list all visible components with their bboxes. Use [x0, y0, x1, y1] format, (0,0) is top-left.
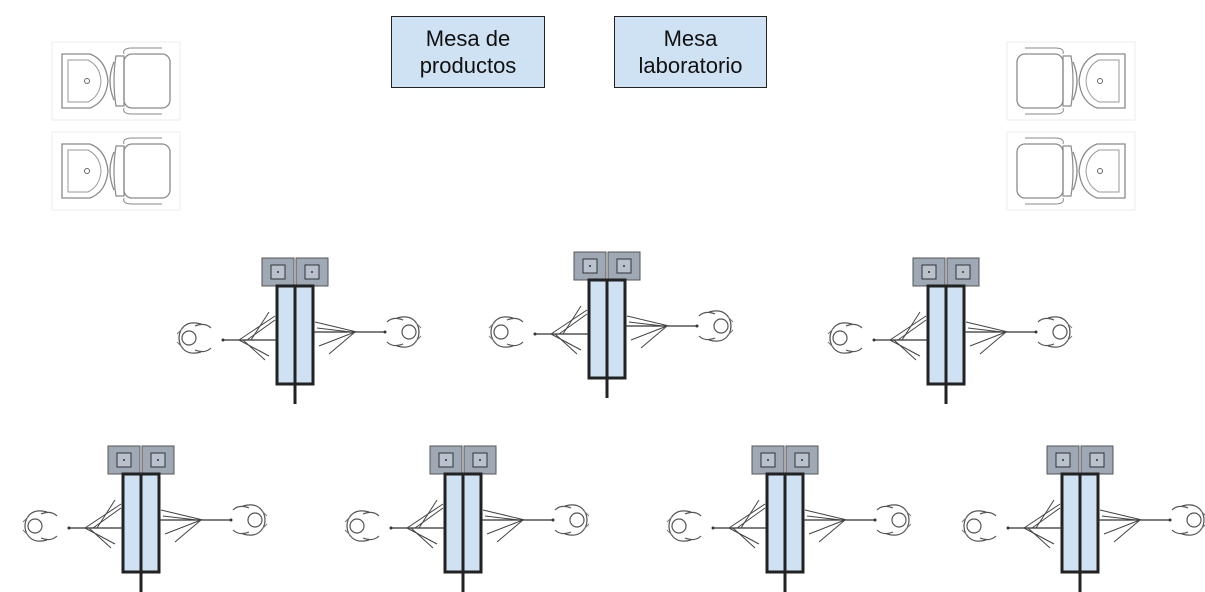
styling-station-icon: [665, 444, 913, 592]
styling-station-icon: [343, 444, 591, 592]
lab-table-label-line-1: Mesa: [663, 26, 718, 51]
wash-chair-icon: [51, 131, 181, 211]
styling-station-icon: [487, 250, 735, 400]
products-table-label-line-2: productos: [419, 53, 517, 78]
lab-table-label: Mesa laboratorio: [614, 16, 767, 88]
styling-station-icon: [826, 256, 1074, 406]
products-table-label: Mesa de productos: [391, 16, 545, 88]
wash-chair-icon: [1006, 131, 1136, 211]
products-table-label-line-1: Mesa de: [425, 26, 511, 51]
wash-chair-icon: [1006, 41, 1136, 121]
styling-station-icon: [960, 444, 1205, 592]
styling-station-icon: [175, 256, 423, 406]
lab-table-label-line-2: laboratorio: [638, 53, 743, 78]
styling-station-icon: [21, 444, 269, 592]
wash-chair-icon: [51, 41, 181, 121]
